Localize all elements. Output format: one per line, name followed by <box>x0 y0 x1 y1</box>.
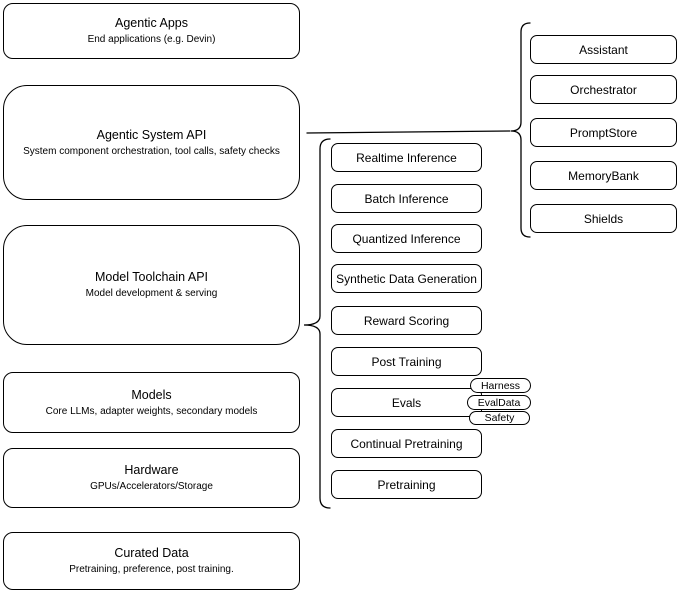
node-curated-data: Curated Data Pretraining, preference, po… <box>3 532 300 590</box>
node-shields: Shields <box>530 204 677 233</box>
node-assistant: Assistant <box>530 35 677 64</box>
node-title: Models <box>131 387 172 402</box>
node-subtitle: Core LLMs, adapter weights, secondary mo… <box>45 405 258 417</box>
node-synthetic-data-generation: Synthetic Data Generation <box>331 264 482 293</box>
node-realtime-inference: Realtime Inference <box>331 143 482 172</box>
node-title: Agentic Apps <box>115 16 188 30</box>
node-title: Agentic System API <box>96 127 207 142</box>
node-agentic-system-api: Agentic System API System component orch… <box>3 85 300 200</box>
node-subtitle: System component orchestration, tool cal… <box>23 145 280 157</box>
system-components-brace <box>510 22 531 238</box>
node-orchestrator: Orchestrator <box>530 75 677 104</box>
node-promptstore: PromptStore <box>530 118 677 147</box>
node-subtitle: Model development & serving <box>85 288 218 299</box>
node-subtitle: End applications (e.g. Devin) <box>87 34 216 45</box>
node-title: Hardware <box>124 463 179 477</box>
node-reward-scoring: Reward Scoring <box>331 306 482 335</box>
node-evals: Evals <box>331 388 482 417</box>
node-batch-inference: Batch Inference <box>331 184 482 213</box>
toolchain-brace <box>303 138 331 509</box>
node-continual-pretraining: Continual Pretraining <box>331 429 482 458</box>
node-title: Model Toolchain API <box>94 270 209 284</box>
node-post-training: Post Training <box>331 347 482 376</box>
node-agentic-apps: Agentic Apps End applications (e.g. Devi… <box>3 3 300 59</box>
node-subtitle: GPUs/Accelerators/Storage <box>90 481 213 492</box>
node-models: Models Core LLMs, adapter weights, secon… <box>3 372 300 433</box>
node-quantized-inference: Quantized Inference <box>331 224 482 253</box>
node-memorybank: MemoryBank <box>530 161 677 190</box>
connector-agentic-system-api-to-components <box>306 130 511 134</box>
tag-safety: Safety <box>469 411 530 425</box>
node-pretraining: Pretraining <box>331 470 482 499</box>
node-model-toolchain-api: Model Toolchain API Model development & … <box>3 225 300 345</box>
tag-harness: Harness <box>470 378 531 393</box>
node-title: Curated Data <box>114 546 189 560</box>
node-hardware: Hardware GPUs/Accelerators/Storage <box>3 448 300 508</box>
node-subtitle: Pretraining, preference, post training. <box>69 564 234 575</box>
tag-evaldata: EvalData <box>467 395 531 410</box>
